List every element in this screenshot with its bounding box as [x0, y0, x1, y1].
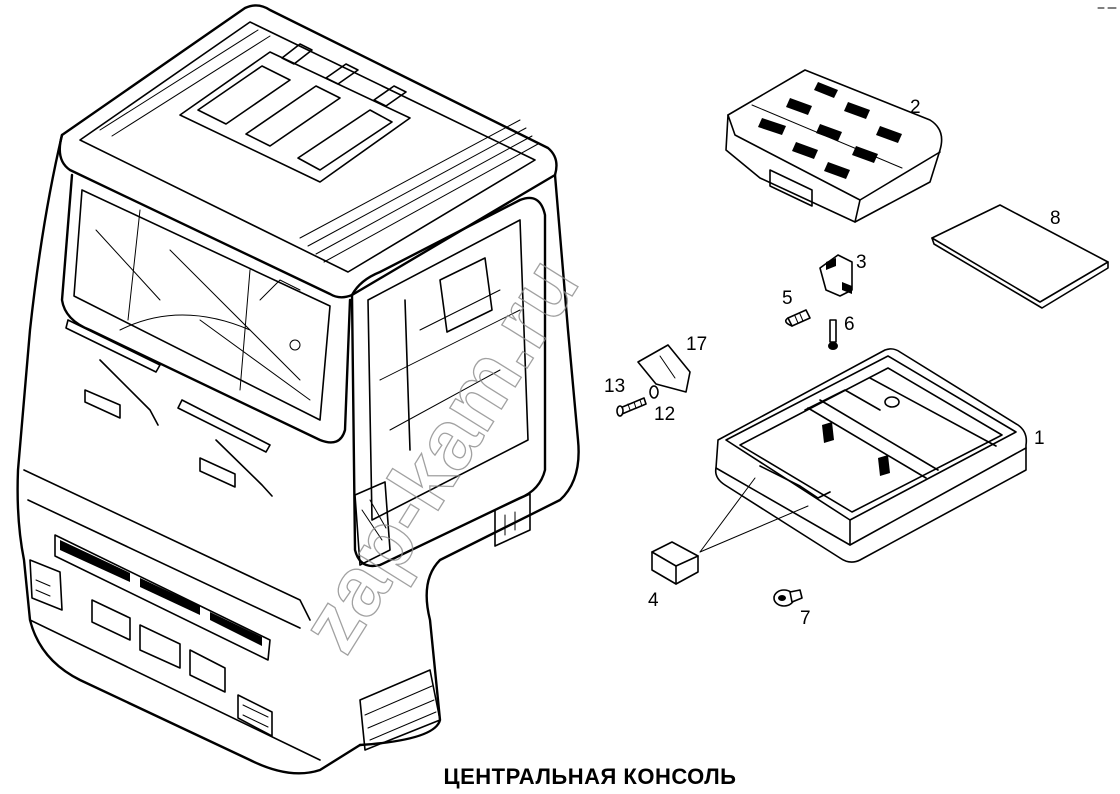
- callout-1: 1: [1034, 428, 1045, 449]
- callout-4: 4: [648, 590, 659, 611]
- truck-cab: [16, 4, 580, 775]
- stud: [828, 319, 838, 350]
- callout-3: 3: [856, 252, 867, 273]
- central-console-tray: [714, 348, 1028, 563]
- callout-2: 2: [910, 97, 921, 118]
- cover-mat: [931, 204, 1109, 309]
- callout-6: 6: [844, 314, 855, 335]
- washer: [649, 385, 659, 399]
- diagram-title: ЦЕНТРАЛЬНАЯ КОНСОЛЬ: [444, 764, 737, 789]
- push-fastener: [773, 589, 803, 607]
- clip: [651, 477, 809, 585]
- callout-8: 8: [1050, 208, 1061, 229]
- callout-7: 7: [800, 608, 811, 629]
- switch-panel: [725, 69, 943, 223]
- bracket: [819, 254, 853, 297]
- callout-5: 5: [782, 288, 793, 309]
- mounting-plate: [637, 344, 691, 393]
- screw: [784, 309, 811, 327]
- callout-13: 13: [604, 376, 625, 397]
- callout-12: 12: [654, 404, 675, 425]
- callout-17: 17: [686, 334, 707, 355]
- bolt: [616, 397, 647, 417]
